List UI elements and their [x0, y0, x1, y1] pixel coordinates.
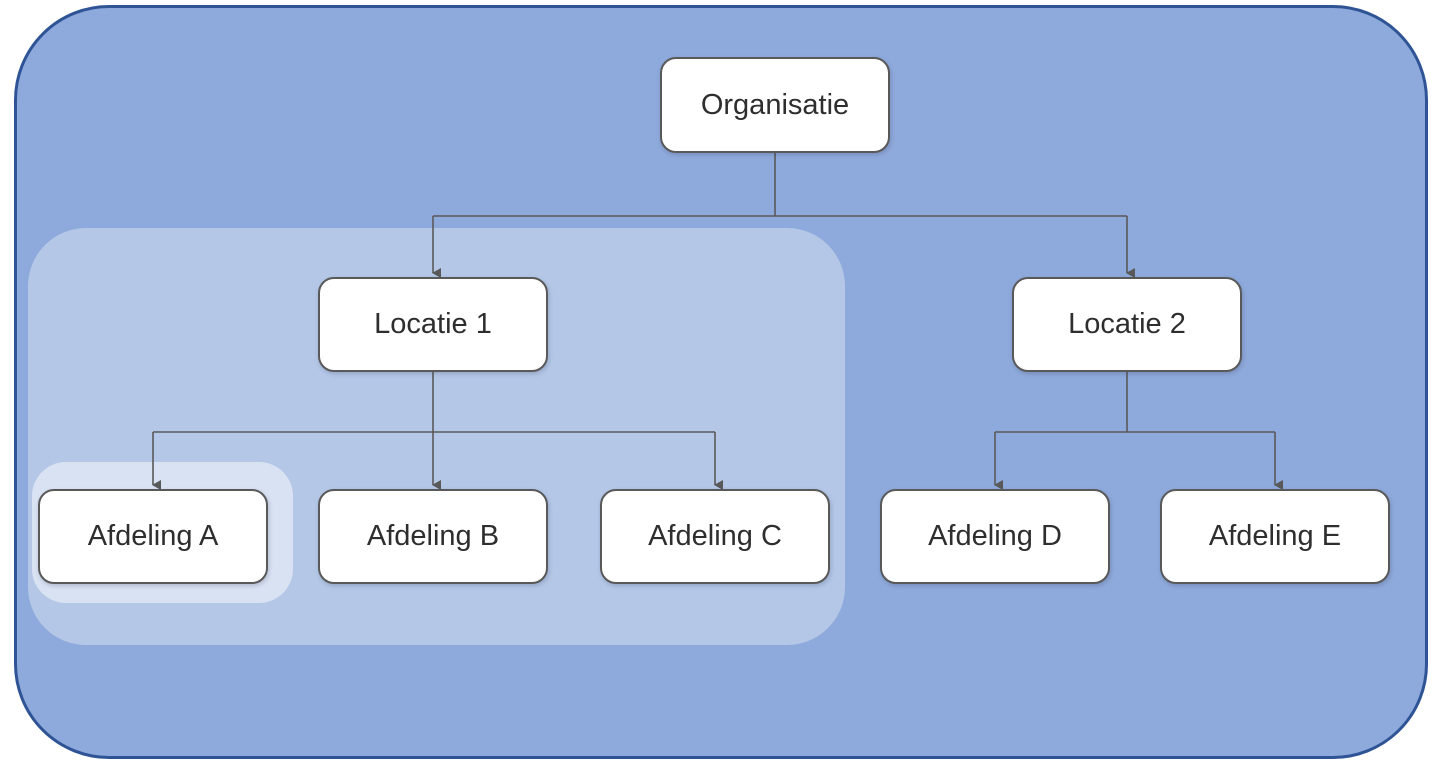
node-afdeling-c-label: Afdeling C: [648, 520, 782, 552]
node-locatie2: Locatie 2: [1012, 277, 1242, 372]
node-afdeling-b: Afdeling B: [318, 489, 548, 584]
node-afdeling-e-label: Afdeling E: [1208, 520, 1342, 552]
node-locatie2-label: Locatie 2: [1068, 308, 1186, 340]
node-locatie1-label: Locatie 1: [374, 308, 492, 340]
node-afdeling-b-label: Afdeling B: [366, 520, 500, 552]
node-afdeling-a: Afdeling A: [38, 489, 268, 584]
node-afdeling-d: Afdeling D: [880, 489, 1110, 584]
node-organisatie: Organisatie: [660, 57, 890, 153]
node-afdeling-c: Afdeling C: [600, 489, 830, 584]
node-afdeling-d-label: Afdeling D: [928, 520, 1062, 552]
node-afdeling-a-label: Afdeling A: [87, 520, 219, 552]
node-locatie1: Locatie 1: [318, 277, 548, 372]
node-organisatie-label: Organisatie: [700, 88, 850, 121]
node-afdeling-e: Afdeling E: [1160, 489, 1390, 584]
